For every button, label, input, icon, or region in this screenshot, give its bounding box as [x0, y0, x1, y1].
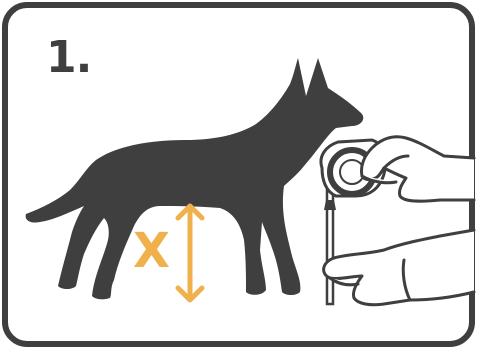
measurement-label: X: [133, 227, 170, 275]
step-number: 1.: [46, 36, 91, 80]
